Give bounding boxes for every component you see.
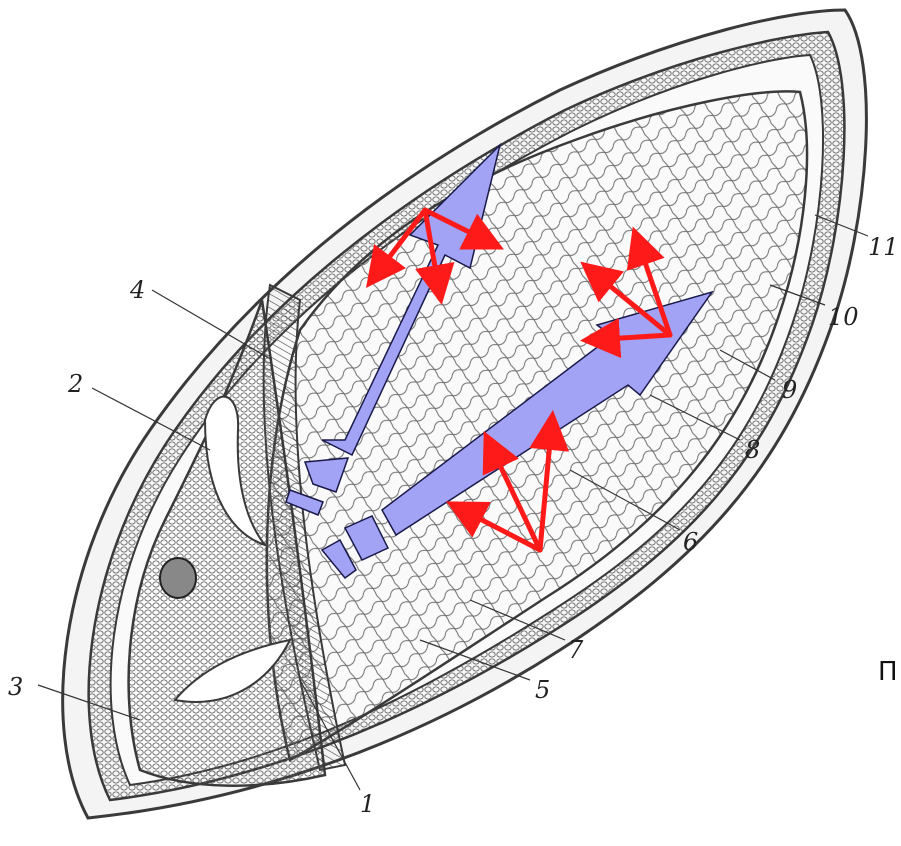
- label-11: 11: [868, 233, 899, 261]
- seed-body: [63, 10, 867, 818]
- label-6: 6: [683, 528, 698, 556]
- label-1: 1: [360, 790, 375, 818]
- label-10: 10: [828, 303, 859, 331]
- label-9: 9: [782, 376, 797, 404]
- growing-point: [160, 558, 196, 598]
- label-4: 4: [129, 276, 145, 304]
- label-8: 8: [745, 436, 760, 464]
- label-7: 7: [568, 636, 584, 664]
- side-letter: П: [878, 657, 898, 687]
- label-3: 3: [8, 673, 23, 701]
- label-5: 5: [535, 676, 550, 704]
- label-2: 2: [67, 370, 83, 398]
